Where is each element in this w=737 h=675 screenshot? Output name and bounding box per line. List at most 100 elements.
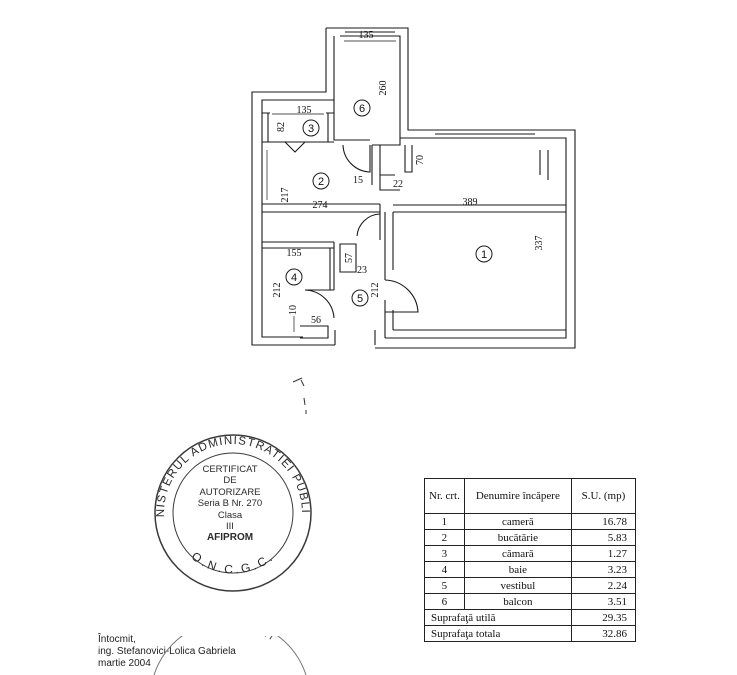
signature-line: martie 2004	[98, 658, 151, 669]
header-nr: Nr. crt.	[424, 478, 465, 514]
total-area-row: Suprafaţa totala 32.86	[424, 625, 637, 642]
row-nr: 6	[424, 593, 465, 610]
row-name: cămară	[463, 545, 572, 562]
balcony-door	[342, 144, 371, 173]
stamp-ring-bottom-text: O.N.C.G.C.	[189, 549, 277, 577]
table-row: 2 bucătărie 5.83	[424, 529, 637, 546]
signature-block: Întocmit, ing. Stefanovici-Lolica Gabrie…	[98, 634, 236, 670]
room1-wall	[384, 204, 566, 338]
dim-line	[266, 40, 396, 332]
total-area-label: Suprafaţa totala	[424, 625, 572, 642]
room-number-circle	[285, 268, 303, 286]
cert-line: DE	[223, 475, 237, 487]
row-name: cameră	[463, 513, 572, 530]
row-name: bucătărie	[463, 529, 572, 546]
dimension-label: 212	[272, 283, 283, 298]
balcony-wall	[333, 100, 401, 146]
room-number: 2	[318, 176, 324, 188]
room-number-circle	[475, 245, 493, 263]
dimension-label: 82	[276, 122, 287, 132]
dimension-label: 56	[311, 315, 321, 326]
dimension-label: 274	[313, 200, 328, 211]
room-table: Nr. crt. Denumire încăpere S.U. (mp) 1 c…	[424, 478, 637, 642]
entrance-gap	[334, 330, 376, 345]
partial-stamp-ring	[153, 636, 307, 675]
dimension-label: 15	[353, 175, 363, 186]
room-number: 1	[481, 249, 487, 261]
dimension-label: 212	[370, 283, 381, 298]
row-area: 2.24	[570, 577, 637, 594]
vestibule-door	[356, 213, 381, 237]
dimension-label: 22	[393, 179, 403, 190]
dimension-label: 135	[359, 30, 374, 41]
dimension-label: 57	[344, 253, 355, 263]
total-area-value: 32.86	[570, 625, 637, 642]
cert-line: Clasa	[217, 509, 243, 521]
room-number-circle	[312, 172, 330, 190]
row-name: balcon	[463, 593, 572, 610]
dimension-label: 389	[463, 197, 478, 208]
signature-line: Întocmit,	[98, 634, 136, 645]
room-number: 4	[291, 272, 297, 284]
row-area: 1.27	[570, 545, 637, 562]
dimension-label: 155	[287, 248, 302, 259]
header-area: S.U. (mp)	[570, 478, 637, 514]
dimension-label: 135	[297, 105, 312, 116]
room-number: 6	[359, 103, 365, 115]
room-number-circle	[351, 289, 369, 307]
row-nr: 5	[424, 577, 465, 594]
stamp-ring-inner	[172, 452, 294, 574]
signature-line: ing. Stefanovici-Lolica Gabriela	[98, 646, 236, 657]
dimension-label: 217	[280, 188, 291, 203]
outer-wall-inner	[261, 35, 567, 339]
partial-stamp-text: MINISTRAT	[199, 636, 280, 645]
room-number-circle	[302, 119, 320, 137]
row-nr: 2	[424, 529, 465, 546]
table-row: 6 balcon 3.51	[424, 593, 637, 610]
useful-area-row: Suprafaţă utilă 29.35	[424, 609, 637, 626]
pantry-door	[284, 141, 306, 153]
dimension-label: 337	[534, 236, 545, 251]
useful-area-value: 29.35	[570, 609, 637, 626]
dimension-label: 70	[415, 155, 426, 165]
room-number-circle	[353, 99, 371, 117]
window	[435, 129, 535, 139]
kitchen-wall	[371, 145, 400, 191]
window-right	[539, 150, 549, 180]
room-number: 3	[308, 123, 314, 135]
cert-line: Seria B Nr. 270	[197, 498, 263, 510]
cert-company: AFIPROM	[206, 532, 254, 544]
circular-stamp: MINISTERUL ADMINISTRATIEI PUBLICE O.N.C.…	[148, 433, 312, 592]
useful-area-label: Suprafaţă utilă	[424, 609, 572, 626]
table-row: 3 cămară 1.27	[424, 545, 637, 562]
dimension-label: 260	[378, 81, 389, 96]
room-number: 5	[357, 293, 363, 305]
row-nr: 3	[424, 545, 465, 562]
row-area: 16.78	[570, 513, 637, 530]
stray-mark	[292, 377, 307, 414]
partial-stamp: MINISTRAT	[153, 636, 307, 675]
cert-line: AUTORIZARE	[199, 486, 261, 498]
row-area: 3.51	[570, 593, 637, 610]
table-row: 1 cameră 16.78	[424, 513, 637, 530]
dimension-label: 23	[357, 265, 367, 276]
row-nr: 4	[424, 561, 465, 578]
step	[300, 325, 329, 339]
vestibule-wall	[339, 243, 357, 273]
table-header-row: Nr. crt. Denumire încăpere S.U. (mp)	[424, 478, 637, 514]
cert-line: CERTIFICAT	[202, 464, 258, 475]
stamp-ring-outer	[154, 434, 312, 592]
header-name: Denumire încăpere	[463, 478, 572, 514]
cert-line: III	[226, 521, 234, 533]
row-area: 3.23	[570, 561, 637, 578]
bathroom-door	[304, 289, 335, 319]
row-name: baie	[463, 561, 572, 578]
wall-niche	[404, 145, 413, 173]
dimension-label: 10	[288, 305, 299, 315]
row-area: 5.83	[570, 529, 637, 546]
row-nr: 1	[424, 513, 465, 530]
row-name: vestibul	[463, 577, 572, 594]
balcony-window	[345, 27, 395, 33]
table-row: 5 vestibul 2.24	[424, 577, 637, 594]
